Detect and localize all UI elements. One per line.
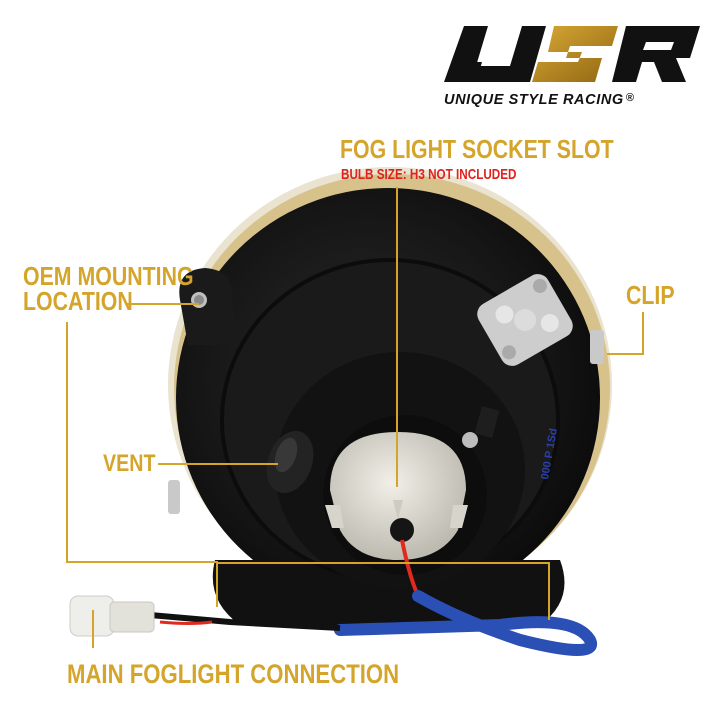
frame-left-line	[66, 322, 68, 562]
vent-label: VENT	[103, 450, 156, 477]
connection-bracket-right	[548, 562, 550, 620]
oem-callout-line	[127, 303, 199, 305]
main-connection-label: MAIN FOGLIGHT CONNECTION	[67, 659, 400, 689]
connection-bracket-left	[216, 562, 218, 607]
clip-callout-horizontal	[607, 353, 644, 355]
vent-callout-line	[158, 463, 278, 465]
usr-logo-mark	[444, 26, 700, 82]
socket-slot-label: FOG LIGHT SOCKET SLOT	[340, 134, 614, 164]
brand-name: UNIQUE STYLE RACING	[444, 92, 624, 108]
frame-bottom-line	[66, 561, 218, 563]
connection-bracket-top	[216, 562, 550, 564]
oem-mounting-label-line1: OEM MOUNTING	[23, 261, 194, 291]
clip-label: CLIP	[626, 280, 675, 310]
brand-logo: UNIQUE STYLE RACING®	[442, 22, 702, 117]
oem-mounting-label-line2: LOCATION	[23, 286, 133, 316]
bulb-size-note: BULB SIZE: H3 NOT INCLUDED	[341, 166, 517, 183]
connection-callout-line	[92, 610, 94, 648]
socket-callout-line	[396, 187, 398, 487]
oem-mounting-label: OEM MOUNTING LOCATION	[23, 261, 194, 316]
registered-mark: ®	[625, 92, 635, 104]
clip-callout-vertical	[642, 312, 644, 354]
